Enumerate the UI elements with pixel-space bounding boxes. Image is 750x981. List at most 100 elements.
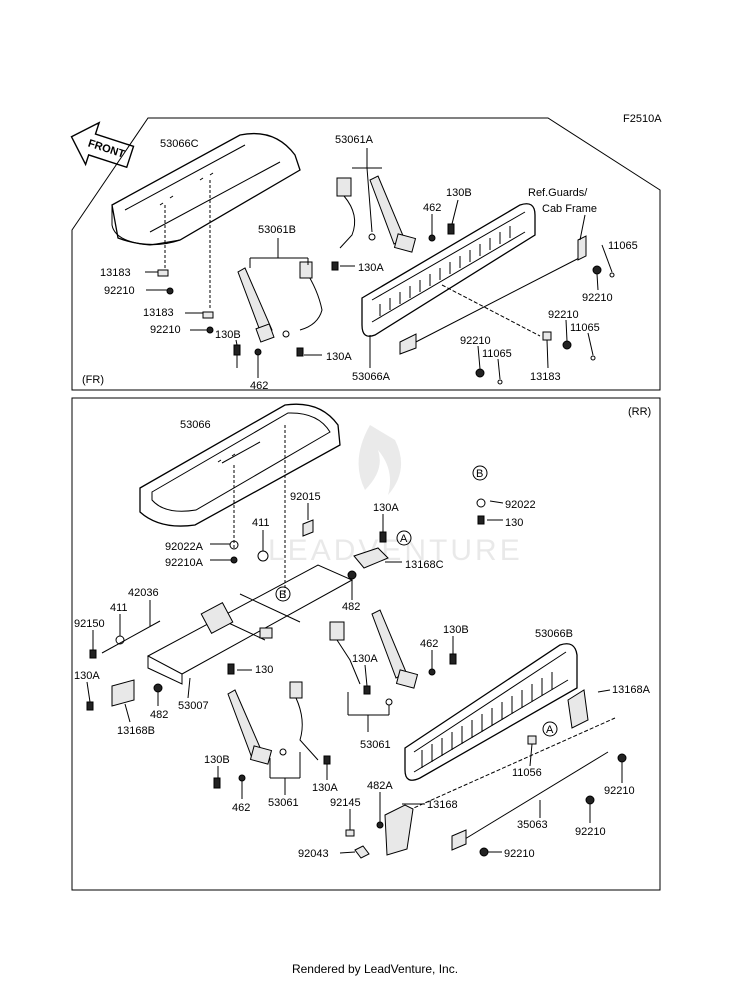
rr-nut-92210-a [617,753,627,763]
rr-bolt-130b-b [213,777,221,789]
label-fr-13183-c: 13183 [530,371,561,383]
figure-code: F2510A [623,113,662,125]
fr-bracket-13183-a [157,269,169,277]
fr-seatbelt-53061a [336,175,417,253]
label-fr-462-top: 462 [423,202,441,214]
fr-bolt-130a-a [331,261,339,271]
label-rr-130-b: 130 [255,664,273,676]
label-rr-92022: 92022 [505,499,536,511]
rr-bolt-92150 [89,649,97,659]
label-rr-411-a: 411 [252,517,270,529]
rr-bolt-130a-c [86,701,94,711]
label-rr-462-a: 462 [420,638,438,650]
label-fr-53066c: 53066C [160,138,199,150]
label-rr-13168a: 13168A [612,684,651,696]
fr-seatbelt-53061b [237,261,323,343]
rr-section-outline [71,397,661,891]
rr-bracket-13168b [111,679,135,707]
rr-collar-482a [376,821,384,829]
label-rr-482-a: 482 [342,601,360,613]
label-rr-42036: 42036 [128,587,159,599]
label-rr-130a-a: 130A [373,502,399,514]
label-fr-130b-top: 130B [446,187,472,199]
label-rr-92043: 92043 [298,848,329,860]
rr-washer-411-a [257,550,269,562]
rr-bracket-13168 [384,804,414,856]
label-fr-462-b: 462 [250,380,268,392]
fr-section-label: (FR) [82,374,104,386]
rr-bolt-130-b [227,663,235,675]
rr-bolt-130a-a [379,531,387,543]
fr-nut-92210-a [166,287,174,295]
rr-pin-92043 [354,845,370,859]
rr-callout-b-detail [472,465,488,481]
label-fr-130a-a: 130A [358,262,384,274]
fr-seat-cushion [111,132,301,246]
label-rr-35063: 35063 [517,819,548,831]
leader-line [366,167,373,233]
label-fr-92210-e: 92210 [460,335,491,347]
fr-nut-92210-c [206,326,214,334]
label-fr-ref-guards: Ref.Guards/ [528,187,588,199]
rr-bracket-13168c [353,547,389,569]
rr-collar-482-a [347,570,357,580]
label-fr-11065-b: 11065 [570,322,600,334]
fr-washer-11065-a [609,272,615,278]
rr-bolt-130b-a [449,653,457,665]
fr-backrest-53066a [361,203,536,337]
rr-washer-92022 [476,498,486,508]
rr-callout-b-detail-label: B [476,468,483,480]
fr-guard-rod [409,254,586,346]
label-fr-92210-c: 92210 [150,324,181,336]
fr-nut-92210-e [475,368,485,378]
rr-nut-92210-c [479,847,489,857]
label-fr-53061b: 53061B [258,224,296,236]
rr-frame-53007 [146,564,354,685]
fr-bolt-130b-top [447,223,455,235]
label-rr-130b-a: 130B [443,624,469,636]
label-rr-92015: 92015 [290,491,321,503]
rr-callout-a-bracket [396,530,412,546]
label-fr-92210-a: 92210 [104,285,135,297]
label-rr-411-b: 411 [110,602,128,614]
rr-bracket-11056 [527,735,537,745]
label-rr-53007: 53007 [178,700,209,712]
label-fr-92210-d: 92210 [548,309,579,321]
fr-washer-462-top [428,234,436,242]
label-leaders [86,199,623,854]
leader-line [441,284,541,337]
label-rr-130: 130 [505,517,523,529]
fr-bracket-13183-c [542,331,552,341]
rr-collar-482-b [153,683,163,693]
rr-callout-b-frame [275,586,291,602]
rr-callout-b-frame-label: B [279,589,286,601]
rr-nut-92210a [230,556,238,564]
rr-seat-cushion [139,403,341,527]
rr-rod-bracket-left [451,829,467,851]
rr-seatbelt-53061-lower [227,681,319,765]
label-fr-11065-c: 11065 [482,348,512,360]
leader-line [397,717,616,816]
rr-guard-rod-35063 [459,751,609,843]
fr-bracket-13183-b [202,311,214,319]
rr-bracket-13168a [567,689,589,729]
label-rr-13168: 13168 [427,799,458,811]
rr-section-label: (RR) [628,406,651,418]
rr-spacer-92015 [302,519,314,537]
label-rr-11056: 11056 [512,767,542,779]
rr-bolt-130 [477,515,485,525]
label-rr-53066b: 53066B [535,628,573,640]
fr-nut-92210-d [562,340,572,350]
label-rr-130a-b: 130A [352,653,378,665]
fr-bolt-130b-b [233,344,241,368]
label-fr-11065-a: 11065 [608,240,638,252]
label-rr-92150: 92150 [74,618,105,630]
rr-bolt-130a-b [363,685,371,695]
fr-section-outline [71,117,661,391]
fr-washer-11065-b [590,355,596,361]
label-rr-92210-b: 92210 [575,826,606,838]
fr-washer-462-b [254,348,262,356]
label-fr-92210-b: 92210 [582,292,613,304]
rr-rod-42036 [101,620,161,654]
